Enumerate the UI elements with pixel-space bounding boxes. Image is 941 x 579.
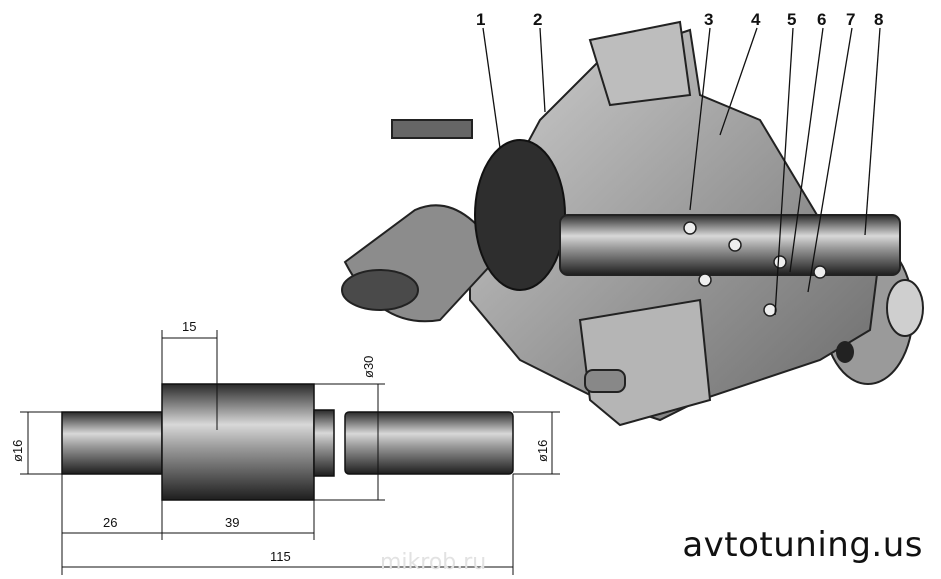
dim-total-length: 115 bbox=[270, 549, 291, 564]
bearing-balls bbox=[683, 221, 827, 317]
callout-4: 4 bbox=[751, 10, 761, 29]
callout-3: 3 bbox=[704, 10, 713, 29]
callout-1: 1 bbox=[476, 10, 485, 29]
shaft-drawing bbox=[61, 383, 514, 501]
dim-left-length: 26 bbox=[103, 515, 117, 530]
callout-8: 8 bbox=[874, 10, 883, 29]
callout-numbers: 1 2 3 4 5 6 7 8 bbox=[476, 10, 883, 29]
shaft-right-journal bbox=[344, 411, 514, 475]
impeller-cavity bbox=[474, 139, 566, 291]
callout-leaders bbox=[482, 27, 881, 316]
dim-right-diameter: ø16 bbox=[535, 440, 550, 462]
mounting-stud bbox=[584, 369, 626, 393]
shaft-collar bbox=[161, 383, 315, 501]
faint-watermark: mikrob.ru bbox=[380, 550, 487, 575]
dimension-lines bbox=[20, 330, 560, 575]
dim-collar-length: 39 bbox=[225, 515, 239, 530]
callout-5: 5 bbox=[787, 10, 796, 29]
callout-2: 2 bbox=[533, 10, 542, 29]
upper-bracket bbox=[588, 20, 692, 107]
callout-7: 7 bbox=[846, 10, 855, 29]
water-pump-cutaway bbox=[341, 20, 924, 427]
flange-hole bbox=[836, 341, 854, 363]
lower-bracket bbox=[578, 298, 712, 427]
inlet-opening bbox=[341, 269, 419, 311]
dim-left-diameter: ø16 bbox=[10, 440, 25, 462]
shaft-groove bbox=[313, 409, 335, 477]
dim-collar-width: 15 bbox=[182, 319, 196, 334]
shaft-end bbox=[886, 279, 924, 337]
site-watermark: avtotuning.us bbox=[682, 525, 923, 565]
outlet-nipple bbox=[391, 119, 473, 139]
shaft-left-journal bbox=[61, 411, 163, 475]
dim-collar-diameter: ø30 bbox=[361, 356, 376, 378]
callout-6: 6 bbox=[817, 10, 826, 29]
dimension-labels: 15 ø30 ø16 ø16 26 39 115 bbox=[10, 319, 550, 564]
